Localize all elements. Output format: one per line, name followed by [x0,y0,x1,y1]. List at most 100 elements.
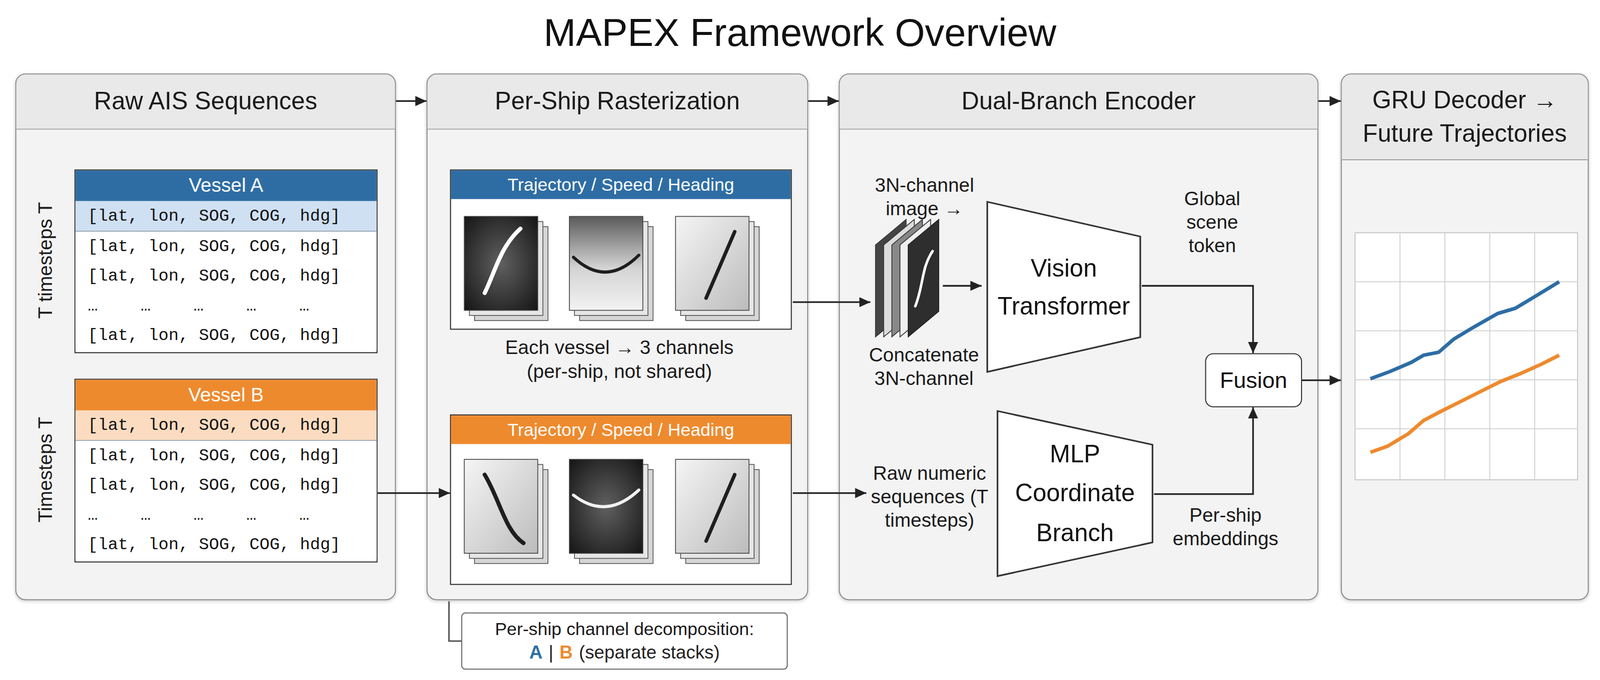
fusion-box: Fusion [1205,352,1303,407]
trajectory-curve [915,251,933,306]
axis-label: Timesteps T [33,367,58,572]
stage-panel: Raw AIS SequencesVessel A[lat, lon, SOG,… [15,73,397,600]
flow-arrow [942,284,982,287]
flow-connector [395,100,427,102]
panel-header: Raw AIS Sequences [16,74,396,130]
flow-connector [377,492,451,494]
encoder-label: Vision Transformer [992,249,1135,325]
channel-slab [908,219,939,337]
trapezoid-label-area: MLP Coordinate Branch [996,409,1155,578]
annotation-label: Per-ship embeddings [1163,503,1288,551]
callout-text: Per-ship channel decomposition: [495,617,755,641]
heading-line [706,474,735,541]
image-layer [474,469,548,564]
image-layer [685,469,760,564]
image-layer [474,226,548,321]
annotation-label: Raw numeric sequences (T timesteps) [867,461,992,533]
channel-slab [875,219,906,337]
image-layer [579,469,653,564]
stage-panel: GRU Decoder → Future Trajectories [1340,73,1590,600]
vessel-header: Vessel A [75,170,377,201]
feature-row: … … … … … [75,290,377,321]
trapezoid-label-area: Vision Transformer [985,200,1142,374]
raster-header: Trajectory / Speed / Heading [451,415,792,444]
chart-frame [1354,232,1578,480]
trapezoid-shape [987,201,1141,372]
callout-text: | [548,640,554,665]
image-layer [579,226,653,321]
image-layer [469,464,543,558]
annotation-label: Global scene token [1171,186,1254,258]
flow-arrow [793,301,871,303]
image-layer [469,221,543,316]
feature-row: [lat, lon, SOG, COG, hdg] [75,320,377,350]
fusion-label: Fusion [1219,366,1288,394]
feature-row: [lat, lon, SOG, COG, hdg] [75,440,377,471]
trajectory-image [464,459,538,553]
trajectory-line-a [1370,281,1560,379]
channel-slab [883,219,915,337]
feature-row: [lat, lon, SOG, COG, hdg] [75,410,377,441]
feature-row: [lat, lon, SOG, COG, hdg] [75,231,377,262]
vessel-table: Vessel A[lat, lon, SOG, COG, hdg][lat, l… [74,169,378,353]
feature-row: … … … … … [75,500,377,530]
encoder-label: MLP Coordinate Branch [1011,434,1139,552]
channel-slab [891,219,923,337]
callout-text: (separate stacks) [578,640,720,665]
speed-image [569,216,643,310]
feature-row: [lat, lon, SOG, COG, hdg] [75,529,377,559]
panel-header: GRU Decoder → Future Trajectories [1341,74,1589,161]
annotation-label: Concatenate 3N-channel [860,342,989,391]
raster-box: Trajectory / Speed / Heading [450,169,793,330]
flow-connector [1318,100,1341,102]
trajectory-line-b [1370,355,1560,453]
raster-box: Trajectory / Speed / Heading [450,414,793,585]
image-layer [685,226,760,321]
callout-box: Per-ship channel decomposition:A|B(separ… [461,612,788,670]
panel-header: Dual-Branch Encoder [839,74,1318,130]
trajectory-curve [484,228,521,293]
raster-header: Trajectory / Speed / Heading [451,170,792,199]
trajectory-image [464,216,538,310]
feature-row: [lat, lon, SOG, COG, hdg] [75,470,377,501]
speed-curve [573,489,639,507]
feature-row: [lat, lon, SOG, COG, hdg] [75,201,377,232]
image-layer [574,464,648,558]
chart-grid [1354,232,1578,480]
vessel-header: Vessel B [75,379,377,411]
flow-arrow [793,492,867,494]
flow-connector [807,100,839,102]
flow-connector [1302,379,1341,381]
callout-text: A [529,640,543,665]
diagram-title: MAPEX Framework Overview [0,9,1600,55]
image-layer [574,221,648,316]
image-layer [680,464,755,558]
callout-text: B [559,640,573,665]
encoder-trapezoid: MLP Coordinate Branch [996,409,1155,578]
speed-image [569,459,643,553]
flow-connector [1141,285,1254,353]
vessel-table: Vessel B[lat, lon, SOG, COG, hdg][lat, l… [74,378,378,563]
channel-slab [899,219,931,337]
panel-header: Per-Ship Rasterization [427,74,808,130]
heading-line [706,231,735,298]
trajectory-curve [484,474,524,543]
image-layer [680,221,755,316]
callout-line: A|B(separate stacks) [529,640,720,665]
feature-row: [lat, lon, SOG, COG, hdg] [75,261,377,291]
trapezoid-shape [997,410,1153,576]
encoder-trapezoid: Vision Transformer [985,200,1142,374]
flow-connector [1153,407,1253,495]
heading-image [675,459,750,553]
speed-curve [573,255,639,272]
annotation-label: 3N-channel image → [863,173,986,222]
axis-label: T timesteps T [33,158,58,363]
heading-image [675,216,750,310]
trapezoid-outline [985,200,1142,374]
callout-bracket [449,600,462,641]
